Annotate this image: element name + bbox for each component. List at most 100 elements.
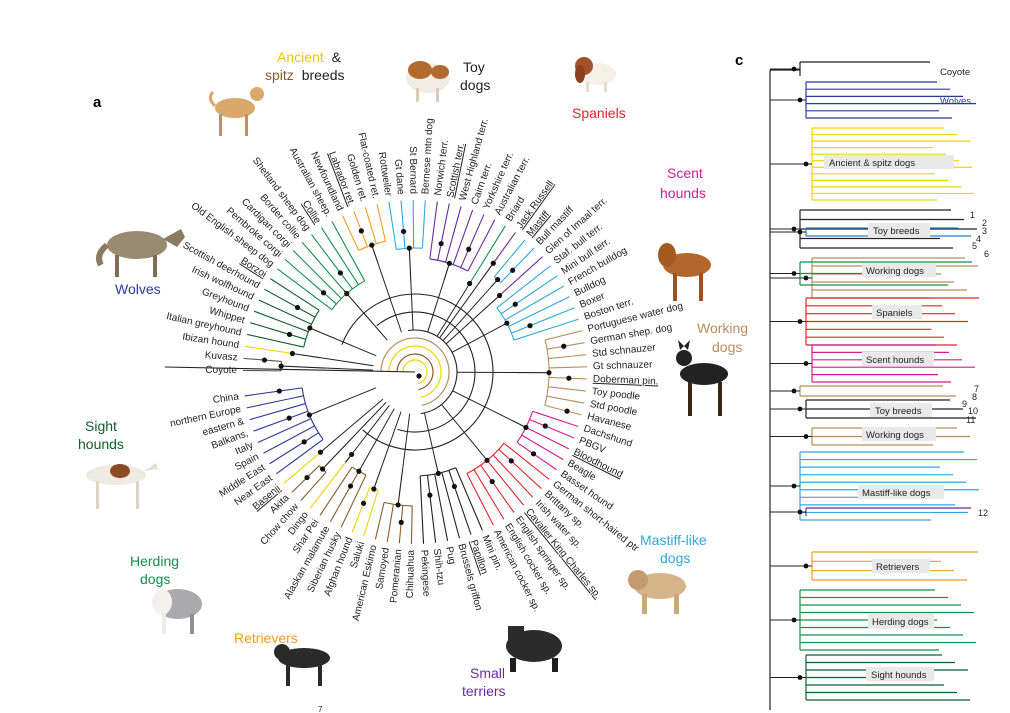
leaf-branch [363, 487, 371, 504]
leaf-branch [504, 307, 527, 321]
leaf-branch [319, 486, 340, 516]
node-dot [490, 260, 496, 266]
leaf-branch [572, 354, 587, 357]
rect-node-dot [803, 563, 809, 569]
leaf-branch [296, 295, 320, 311]
internal-branch [402, 413, 411, 468]
leaf-branch [400, 505, 404, 523]
leaf-branch [277, 268, 325, 305]
leaf-label: Pug [443, 546, 457, 566]
node-dot [435, 470, 441, 476]
node-dot [369, 242, 375, 248]
node-dot [546, 370, 552, 376]
leaf-branch [253, 310, 287, 324]
node-dot [358, 228, 364, 234]
node-dot [495, 276, 501, 283]
rect-node-dot [791, 388, 797, 394]
node-dot [360, 500, 367, 506]
leaf-branch [440, 203, 450, 244]
rect-node-dot [803, 275, 809, 281]
c-toy1-label: Toy breeds [873, 226, 920, 237]
node-dot [508, 458, 514, 464]
leaf-branch [363, 499, 376, 537]
label-ampersand: & [332, 49, 342, 65]
leaf-label: Toy poodle [591, 386, 641, 402]
label-scent-1: Scent [667, 165, 703, 181]
leaf-branch [324, 281, 342, 299]
node-dot [400, 228, 407, 235]
leaf-branch [293, 425, 315, 438]
internal-branch [423, 412, 436, 460]
leaf-branch [487, 492, 505, 520]
leaf-branch [473, 487, 494, 526]
leaf-branch [498, 232, 516, 256]
leaf-branch [419, 475, 423, 503]
leaf-branch [388, 504, 394, 529]
rect-node-dot [797, 675, 803, 680]
node-dot [278, 363, 284, 369]
leaf-branch [342, 215, 355, 242]
label-sight-1: Sight [85, 418, 117, 434]
label-working-2: dogs [712, 339, 742, 355]
leaf-branch [492, 454, 510, 473]
leaf-branch [479, 219, 496, 248]
node-dot [356, 468, 362, 474]
node-dot [504, 320, 510, 326]
panel-a-letter: a [93, 94, 102, 111]
leaf-branch [554, 330, 583, 339]
rect-node-dot [791, 66, 797, 72]
rect-node-dot [791, 617, 797, 623]
internal-branch [445, 311, 483, 345]
leaf-label: Bernese mtn dog [420, 118, 436, 195]
leaf-label: Kuvasz [204, 350, 238, 364]
c-num-7: 7 [974, 384, 979, 394]
svg-text:spitz breeds: spitz breeds [265, 67, 345, 83]
node-dot [446, 260, 453, 266]
backbone-arc [341, 293, 494, 451]
leaf-branch [545, 425, 575, 439]
leaf-label: Coyote [205, 365, 237, 376]
leaf-branch [457, 209, 474, 253]
label-spitz: spitz [265, 67, 294, 83]
node-dot [347, 483, 354, 489]
internal-branch [281, 365, 326, 369]
label-spaniels: Spaniels [572, 105, 626, 121]
group-labels: Ancient & spitz breeds Toy dogs Spaniels… [78, 49, 748, 699]
leaf-label: Gt schnauzer [593, 359, 653, 372]
node-dot [496, 292, 503, 299]
node-dot [427, 492, 433, 498]
node-dot [467, 280, 473, 287]
label-scent-2: hounds [660, 185, 706, 201]
svg-text:Ancient &: Ancient & [277, 49, 342, 65]
wolf-illustration-icon [96, 229, 185, 277]
leaf-branch [511, 449, 550, 480]
leaf-label: Shih-tzu [431, 548, 446, 586]
rect-node-dot [791, 226, 797, 232]
leaf-branch [279, 387, 303, 392]
c-wolves-label: Wolves [940, 96, 971, 107]
leaf-branch [510, 460, 542, 490]
leaf-branch [361, 474, 367, 485]
leaf-branch [380, 502, 385, 516]
leaf-branch [504, 265, 551, 303]
leaf-branch [353, 211, 362, 232]
leaf-branch [532, 441, 564, 461]
leaf-branch [466, 473, 475, 488]
leaf-branch [547, 437, 570, 450]
label-wolves: Wolves [115, 281, 161, 297]
label-breeds: breeds [302, 67, 345, 83]
node-dot [337, 270, 344, 276]
panel-c-letter: c [735, 52, 743, 69]
internal-branch [320, 387, 377, 411]
bloodhound-illustration-icon [658, 243, 711, 301]
leaf-branch [513, 331, 540, 341]
leaf-branch [299, 318, 312, 325]
leaf-branch [250, 322, 290, 335]
leaf-branch [368, 220, 377, 244]
leaf-branch [339, 272, 353, 290]
leaf-branch [376, 204, 384, 229]
internal-branch [371, 244, 379, 265]
leaf-branch [288, 410, 309, 419]
leaf-branch [353, 241, 360, 251]
